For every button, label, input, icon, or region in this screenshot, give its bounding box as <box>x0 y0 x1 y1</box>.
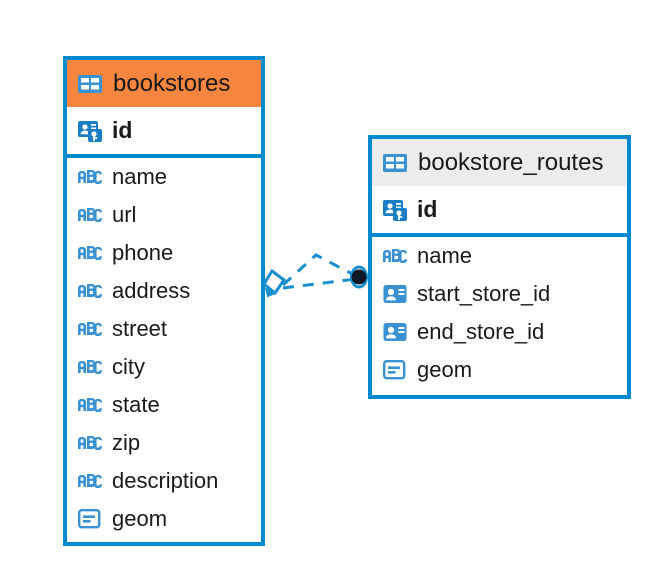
entity-title-bookstores: bookstores <box>113 69 231 97</box>
entity-table-bookstores[interactable]: bookstores id <box>63 56 265 546</box>
foreign-key-id-card-icon <box>382 283 408 305</box>
field-row-end-store-id[interactable]: end_store_id <box>372 313 627 351</box>
field-row-city[interactable]: city <box>67 348 261 386</box>
field-name-id: id <box>417 196 438 222</box>
abc-text-icon <box>77 436 103 450</box>
abc-text-icon <box>77 208 103 222</box>
foreign-key-id-card-icon <box>382 321 408 343</box>
field-name-phone: phone <box>112 240 174 265</box>
primary-key-divider <box>372 233 627 237</box>
abc-text-icon <box>77 474 103 488</box>
field-name-description: description <box>112 468 219 493</box>
field-row-geom[interactable]: geom <box>372 351 627 389</box>
field-row-id[interactable]: id <box>67 107 261 154</box>
abc-text-icon <box>77 284 103 298</box>
field-row-id[interactable]: id <box>372 186 627 233</box>
relationship-line-upper <box>281 253 357 287</box>
field-row-name[interactable]: name <box>67 158 261 196</box>
geometry-icon <box>77 508 103 530</box>
field-row-zip[interactable]: zip <box>67 424 261 462</box>
table-grid-icon <box>382 152 408 174</box>
circle-endpoint-icon <box>350 265 368 289</box>
entity-title-bookstore-routes: bookstore_routes <box>418 148 604 176</box>
field-row-start-store-id[interactable]: start_store_id <box>372 275 627 313</box>
field-name-end-store-id: end_store_id <box>417 319 545 344</box>
field-row-url[interactable]: url <box>67 196 261 234</box>
abc-text-icon <box>77 398 103 412</box>
abc-text-icon <box>77 170 103 184</box>
field-name-address: address <box>112 278 191 303</box>
abc-text-icon <box>382 249 408 263</box>
field-name-geom: geom <box>112 506 168 531</box>
primary-key-id-card-icon <box>382 198 408 222</box>
table-grid-icon <box>77 73 103 95</box>
field-name-zip: zip <box>112 430 141 455</box>
primary-key-divider <box>67 154 261 158</box>
primary-key-id-card-icon <box>77 119 103 143</box>
abc-text-icon <box>77 322 103 336</box>
field-row-phone[interactable]: phone <box>67 234 261 272</box>
field-name-name: name <box>112 164 168 189</box>
field-name-url: url <box>112 202 137 227</box>
abc-text-icon <box>77 246 103 260</box>
entity-table-bookstore-routes[interactable]: bookstore_routes id <box>368 135 631 399</box>
relationship-line-lower <box>282 277 357 290</box>
field-name-state: state <box>112 392 160 417</box>
entity-header-bookstore-routes[interactable]: bookstore_routes <box>372 139 627 186</box>
field-row-state[interactable]: state <box>67 386 261 424</box>
field-name-geom: geom <box>417 357 473 382</box>
entity-header-bookstores[interactable]: bookstores <box>67 60 261 107</box>
field-row-street[interactable]: street <box>67 310 261 348</box>
field-name-city: city <box>112 354 145 379</box>
field-row-address[interactable]: address <box>67 272 261 310</box>
field-row-name[interactable]: name <box>372 237 627 275</box>
diamond-endpoint-icon <box>262 268 287 298</box>
field-name-street: street <box>112 316 168 341</box>
field-name-id: id <box>112 117 133 143</box>
abc-text-icon <box>77 360 103 374</box>
field-row-geom[interactable]: geom <box>67 500 261 538</box>
field-row-description[interactable]: description <box>67 462 261 500</box>
field-name-name: name <box>417 243 473 268</box>
geometry-icon <box>382 359 408 381</box>
field-name-start-store-id: start_store_id <box>417 281 551 306</box>
